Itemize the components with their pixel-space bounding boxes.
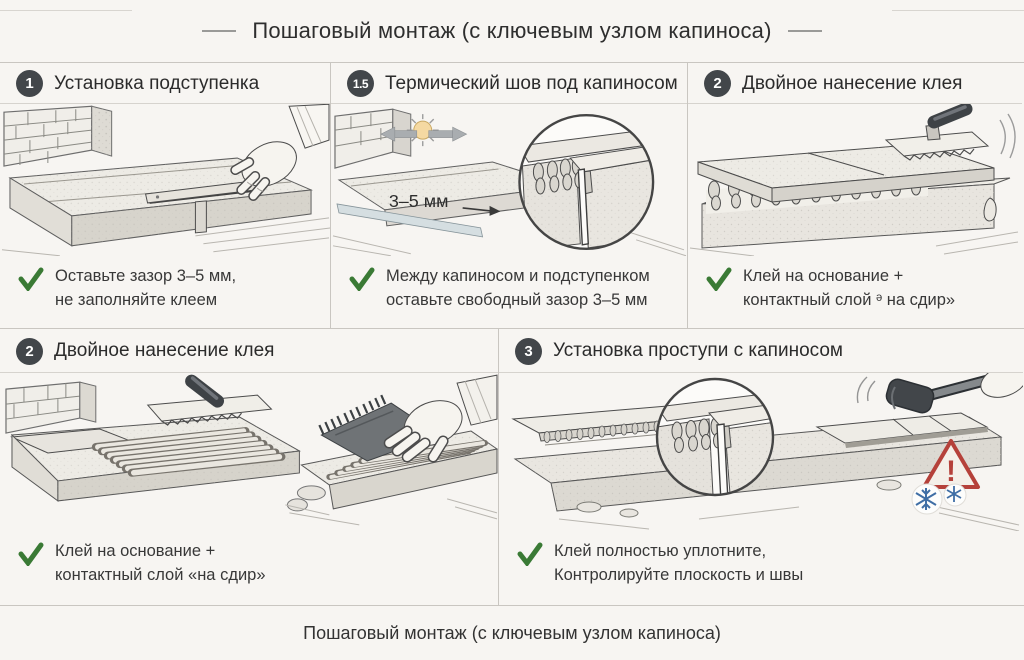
footer-title: Пошаговый монтаж (с ключевым узлом капин… xyxy=(303,622,721,643)
magnifier-detail xyxy=(518,113,655,251)
panel-3-header: 2 Двойное нанесение клея xyxy=(688,63,1022,104)
note-line: контактный слой ᵊ на сдир» xyxy=(743,291,956,310)
note-text: Между капиносом и подступенком оставьте … xyxy=(386,264,650,313)
motion-arcs xyxy=(999,113,1016,159)
panel-3-note: Клей на основание + контактный слой ᵊ на… xyxy=(688,256,1022,313)
note-line: контактный слой «на сдир» xyxy=(55,566,266,585)
note-line: Оставьте зазор 3–5 мм, xyxy=(55,267,237,285)
step-number-badge: 1 xyxy=(16,70,43,97)
adhesive-drip xyxy=(983,197,997,222)
illustration-double-gluing-section xyxy=(688,104,1022,256)
warning-exclamation: ! xyxy=(946,455,956,488)
standing-trowel xyxy=(146,374,273,426)
rubber-mallet xyxy=(856,373,1023,414)
ground-hatching xyxy=(689,231,1019,256)
illustration-riser-install xyxy=(0,104,330,256)
steps-row-top: 1 Установка подступенка xyxy=(0,63,1024,329)
step-panel-2a: 2 Двойное нанесение клея xyxy=(688,63,1022,328)
expansion-arrows-icon xyxy=(380,126,468,142)
ground-hatching xyxy=(446,498,498,520)
note-text: Клей полностью уплотните, Контролируйте … xyxy=(554,539,803,588)
panel-2-note: Между капиносом и подступенком оставьте … xyxy=(331,256,687,313)
note-line: Между капиносом и подступенком xyxy=(386,267,650,285)
right-tiles xyxy=(815,412,989,448)
trowel xyxy=(884,104,990,161)
check-icon xyxy=(349,267,375,291)
note-text: Оставьте зазор 3–5 мм, не заполняйте кле… xyxy=(55,264,236,313)
adhesive-ridges xyxy=(91,427,286,477)
step-panel-1: 1 Установка подступенка xyxy=(0,63,331,328)
slab-with-ridges xyxy=(10,416,301,502)
title-dash-left xyxy=(202,30,237,32)
worker-hand xyxy=(230,104,330,201)
panel-4-header: 2 Двойное нанесение клея xyxy=(0,329,498,373)
illustration-tread-install: ! xyxy=(499,373,1023,531)
adhesive-blobs xyxy=(671,417,723,453)
worker-hand xyxy=(383,374,498,463)
step-number-badge: 2 xyxy=(16,337,43,365)
note-line: Контролируйте плоскость и швы xyxy=(554,566,804,585)
title-dash-right xyxy=(787,30,822,32)
panel-title: Двойное нанесение клея xyxy=(54,340,275,361)
panel-4-note: Клей на основание + контактный слой «на … xyxy=(0,531,498,588)
frost-badge xyxy=(911,483,967,515)
panel-5-header: 3 Установка проступи с капиносом xyxy=(499,329,1023,373)
note-text: Клей на основание + контактный слой «на … xyxy=(55,539,266,588)
gap-annotation: 3–5 мм xyxy=(389,191,501,216)
check-icon xyxy=(18,542,44,566)
note-line: оставьте свободный зазор 3–5 мм xyxy=(386,291,648,310)
step-panel-1-5: 1.5 Термический шов под капиносом xyxy=(331,63,688,328)
note-line: не заполняйте клеем xyxy=(55,291,218,310)
sun-icon xyxy=(406,114,439,147)
panel-2-header: 1.5 Термический шов под капиносом xyxy=(331,63,687,104)
note-text: Клей на основание + контактный слой ᵊ на… xyxy=(743,264,955,313)
step-number-badge: 1.5 xyxy=(347,70,374,97)
frame-line xyxy=(0,10,132,11)
note-line: Клей на основание + xyxy=(743,267,904,285)
page-title: Пошаговый монтаж (с ключевым узлом капин… xyxy=(252,18,772,43)
panel-1-header: 1 Установка подступенка xyxy=(0,63,330,104)
panel-title: Установка проступи с капиносом xyxy=(553,340,843,361)
ground-hatching xyxy=(1,217,330,256)
snowflake-icon xyxy=(946,486,962,502)
step-panel-3: 3 Установка проступи с капиносом xyxy=(499,329,1023,605)
floor-edge xyxy=(285,430,498,526)
illustration-thermal-joint: 3–5 мм xyxy=(331,104,687,256)
check-icon xyxy=(18,267,44,291)
step-number-badge: 3 xyxy=(515,337,542,365)
snowflake-icon xyxy=(915,488,937,510)
panel-title: Установка подступенка xyxy=(54,72,260,94)
note-line: Клей полностью уплотните, xyxy=(554,542,767,560)
panel-title: Термический шов под капиносом xyxy=(385,72,678,94)
check-icon xyxy=(706,267,732,291)
check-icon xyxy=(517,542,543,566)
adhesive-ridges xyxy=(326,440,489,480)
note-line: Клей на основание + xyxy=(55,542,216,560)
gap-size-label: 3–5 мм xyxy=(389,191,449,211)
step-number-badge: 2 xyxy=(704,70,731,97)
illustration-adhesive-combing xyxy=(0,373,498,531)
brick-wall xyxy=(3,105,113,167)
frame-line xyxy=(892,10,1024,11)
brick-wall xyxy=(5,381,97,434)
tile-layer xyxy=(697,143,995,203)
panel-5-note: Клей полностью уплотните, Контролируйте … xyxy=(499,531,1023,588)
step-panel-2b: 2 Двойное нанесение клея xyxy=(0,329,499,605)
ground-hatching xyxy=(332,231,687,256)
steps-row-bottom: 2 Двойное нанесение клея xyxy=(0,329,1024,606)
page-header: Пошаговый монтаж (с ключевым узлом капин… xyxy=(0,0,1024,63)
brick-wall xyxy=(334,108,412,169)
panel-title: Двойное нанесение клея xyxy=(742,72,963,94)
panel-1-note: Оставьте зазор 3–5 мм, не заполняйте кле… xyxy=(0,256,330,313)
